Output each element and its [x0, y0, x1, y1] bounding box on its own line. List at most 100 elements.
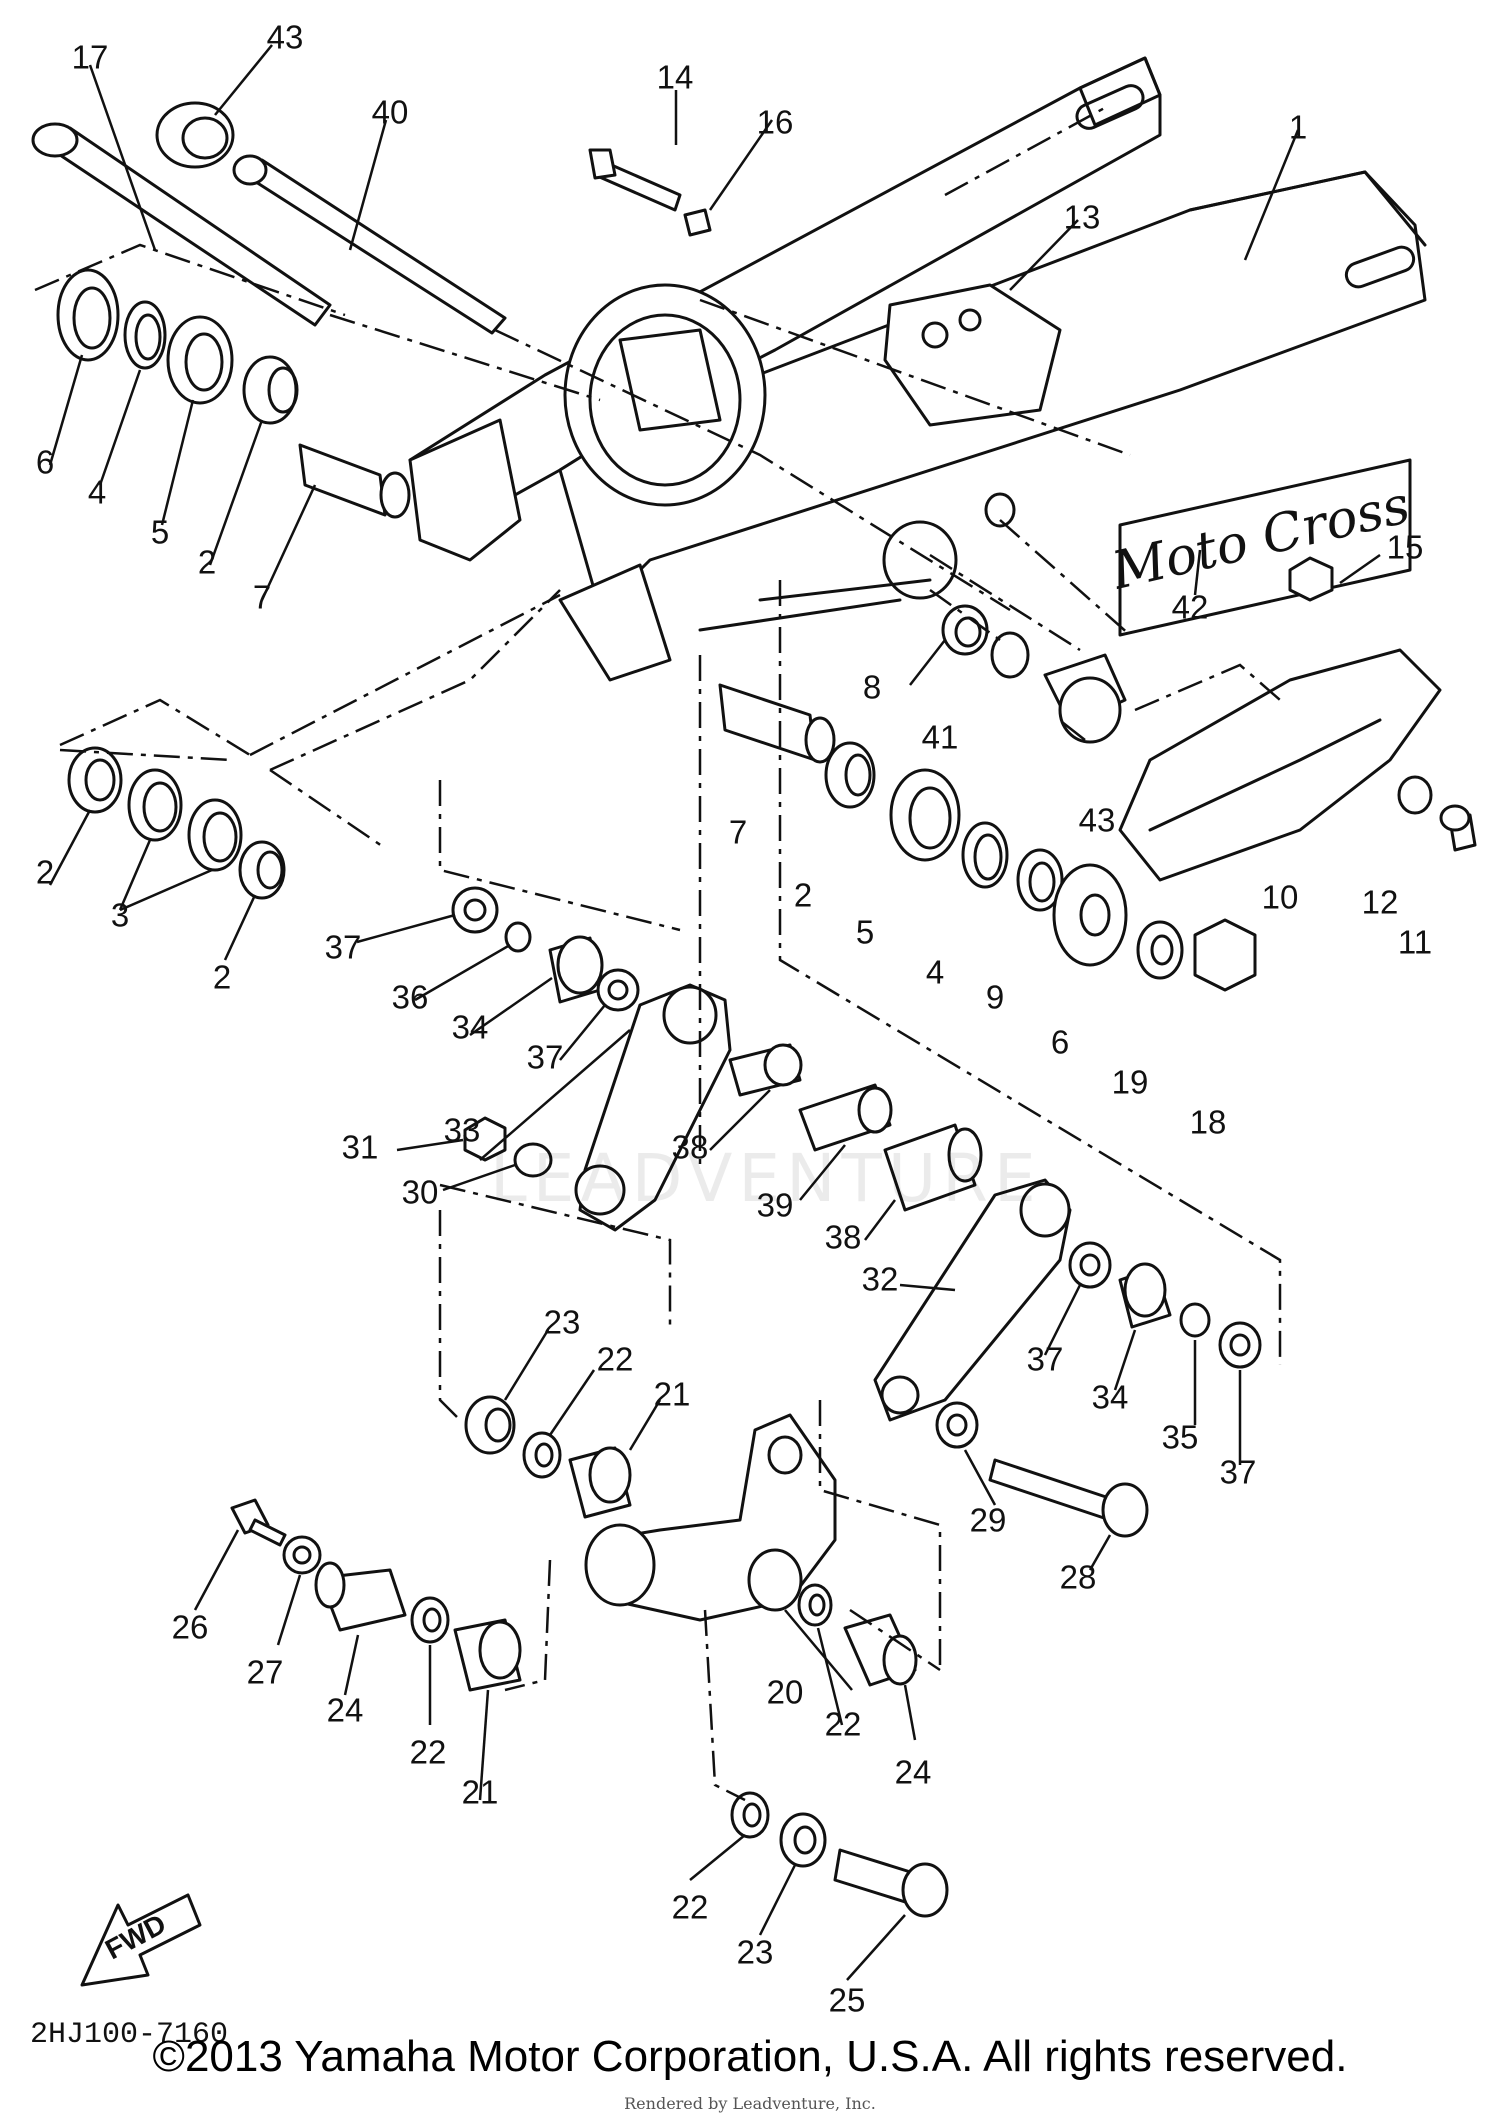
callout-24-a: 24 [327, 1692, 364, 1729]
callout-38-a: 38 [672, 1129, 709, 1166]
washer-part-22-d [730, 1791, 770, 1839]
callout-14: 14 [657, 59, 694, 96]
relay-arm-part-33 [574, 983, 732, 1232]
collar-part-38-a [728, 1043, 803, 1097]
callout-39: 39 [757, 1187, 794, 1224]
callout-5-left: 5 [151, 514, 169, 551]
bearing-part-21-a [568, 1446, 632, 1519]
callout-20: 20 [767, 1674, 804, 1711]
bolt-part-14 [588, 148, 682, 212]
callout-37-b: 37 [527, 1039, 564, 1076]
callout-22-c: 22 [825, 1706, 862, 1743]
ring-part-3-b [187, 798, 243, 872]
callout-19: 19 [1112, 1064, 1149, 1101]
bolt-part-26 [230, 1498, 287, 1547]
washer-part-22-a [522, 1431, 562, 1479]
bearing-part-2-right [824, 741, 876, 809]
callout-29: 29 [970, 1502, 1007, 1539]
bushing-part-23-a [464, 1395, 516, 1455]
callout-43-right: 43 [1079, 802, 1116, 839]
forward-arrow: FWD [80, 1893, 202, 1987]
leader-lines [48, 44, 1381, 1981]
pivot-shaft-part-40 [232, 154, 507, 335]
callout-31: 31 [342, 1129, 379, 1166]
callout-10: 10 [1262, 879, 1299, 916]
washer-part-22-c [797, 1583, 833, 1627]
callout-27: 27 [247, 1654, 284, 1691]
callout-18: 18 [1190, 1104, 1227, 1141]
washer-part-12 [1397, 775, 1433, 815]
callout-26: 26 [172, 1609, 209, 1646]
callout-22-d: 22 [672, 1889, 709, 1926]
callout-2-right: 2 [794, 877, 812, 914]
callout-41: 41 [922, 719, 959, 756]
washer-part-37-d [1218, 1321, 1262, 1369]
callout-32: 32 [862, 1261, 899, 1298]
callout-7-mid: 7 [729, 814, 747, 851]
callout-36: 36 [392, 979, 429, 1016]
seal-part-4-left [123, 300, 167, 370]
washer-part-16 [683, 208, 712, 237]
collar-part-24-b [843, 1613, 918, 1687]
pivot-bolt-part-17 [31, 122, 332, 327]
nut-part-15 [1288, 556, 1334, 602]
callout-2-lowright: 2 [213, 959, 231, 996]
washer-part-19 [1136, 920, 1184, 980]
callout-42: 42 [1172, 589, 1209, 626]
circlip-part-36 [504, 921, 532, 953]
bearing-part-34-b [1118, 1262, 1172, 1329]
bracket-part-13 [883, 283, 1062, 427]
decal-part-42: Moto Cross [1106, 458, 1415, 637]
seal-part-6-right [1052, 863, 1128, 967]
callout-12: 12 [1362, 884, 1399, 921]
callout-8: 8 [863, 669, 881, 706]
washer-part-9 [1016, 848, 1064, 912]
callout-1: 1 [1289, 109, 1307, 146]
callout-28: 28 [1060, 1559, 1097, 1596]
cap-part-43-right [1043, 653, 1127, 744]
washer-part-22-b [410, 1596, 450, 1644]
callout-22-b: 22 [410, 1734, 447, 1771]
washer-part-27 [282, 1535, 322, 1575]
callout-4-left: 4 [88, 474, 106, 511]
callout-23-a: 23 [544, 1304, 581, 1341]
washer-part-29 [935, 1401, 979, 1449]
callout-38-b: 38 [825, 1219, 862, 1256]
rendered-by-notice: Rendered by Leadventure, Inc. [624, 2094, 876, 2113]
bushing-part-23-b [779, 1812, 827, 1868]
collar-part-43-top [155, 101, 235, 169]
callout-34-a: 34 [452, 1009, 489, 1046]
collar-part-38-b [883, 1123, 983, 1212]
copyright-notice: ©2013 Yamaha Motor Corporation, U.S.A. A… [152, 2032, 1348, 2081]
callout-43-top: 43 [267, 19, 304, 56]
sleeve-part-39 [798, 1083, 893, 1152]
callout-16: 16 [757, 104, 794, 141]
watermark: LEADVENTURE [490, 1140, 1042, 1217]
callout-35: 35 [1162, 1419, 1199, 1456]
washer-part-37-c [1068, 1241, 1112, 1289]
callout-22-a: 22 [597, 1341, 634, 1378]
relay-part-20 [584, 1413, 837, 1622]
callout-25: 25 [829, 1982, 866, 2019]
nut-part-31 [463, 1116, 507, 1162]
assembly-lines [34, 103, 1282, 1802]
chain-guide-part-10 [1118, 648, 1442, 882]
callout-13: 13 [1064, 199, 1101, 236]
callout-17: 17 [72, 39, 109, 76]
drawing-code: 2HJ100-7160 [30, 2018, 228, 2052]
callout-4-right: 4 [926, 954, 944, 991]
callout-21-b: 21 [462, 1774, 499, 1811]
bolt-part-11 [1439, 804, 1477, 852]
callout-9: 9 [986, 979, 1004, 1016]
callout-37-a: 37 [325, 929, 362, 966]
bearing-part-2-top [242, 355, 299, 425]
callout-33: 33 [444, 1112, 481, 1149]
callout-6-left: 6 [36, 444, 54, 481]
collar-part-24-a [314, 1561, 407, 1632]
washer-part-37-a [451, 886, 499, 934]
callout-numbers: 17 43 40 14 16 1 13 15 42 6 4 5 2 7 8 41… [36, 19, 1432, 2019]
sleeve-part-7-mid [718, 683, 836, 764]
bearing-part-2-lowright [238, 840, 286, 900]
ring-part-3-a [127, 768, 183, 842]
